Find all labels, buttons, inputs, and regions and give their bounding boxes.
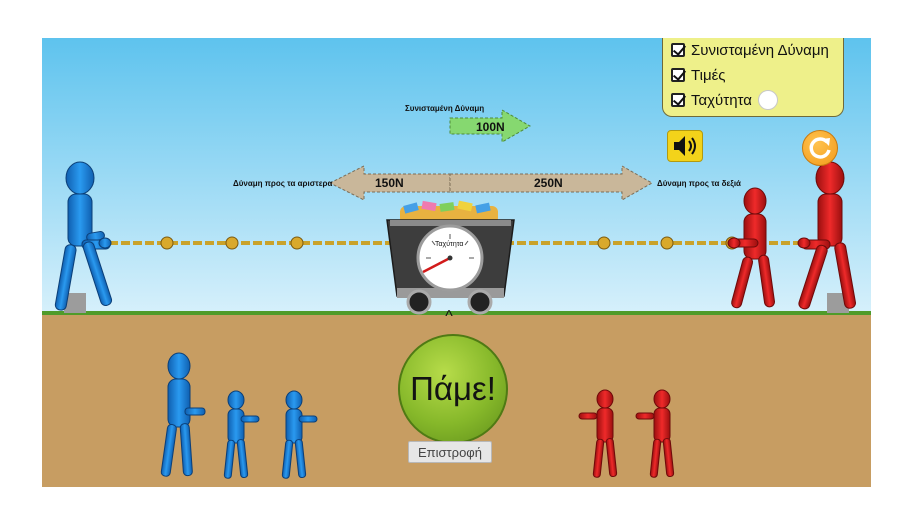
cart-wheel-right	[467, 289, 493, 315]
net-force-value: 100N	[476, 120, 505, 134]
option-values[interactable]: Τιμές	[671, 65, 726, 85]
red-waiting-team	[578, 389, 675, 478]
cart-wheel-left	[406, 289, 432, 315]
checkbox-speed[interactable]	[671, 93, 685, 107]
option-speed-label: Ταχύτητα	[691, 91, 752, 109]
blue-waiting-team	[160, 352, 318, 479]
blue-waiting-figure-2	[223, 390, 260, 479]
red-waiting-figure-2	[635, 389, 675, 478]
red-team-puller-1	[727, 187, 775, 309]
blue-waiting-figure-3	[281, 390, 318, 479]
options-panel: Συνισταμένη Δύναμη Τιμές Ταχύτητα	[662, 38, 844, 117]
net-force-label: Συνισταμένη Δύναμη	[405, 104, 485, 113]
go-button[interactable]: Πάμε!	[398, 334, 508, 444]
cart	[386, 200, 515, 315]
checkbox-net-force[interactable]	[671, 43, 685, 57]
game-stage: Συνισταμένη Δύναμη 100N Δύναμη προς τα α…	[42, 38, 871, 487]
left-force-label: Δύναμη προς τα αριστερα	[233, 179, 333, 188]
red-team-puller-2	[797, 161, 857, 313]
option-net-force-label: Συνισταμένη Δύναμη	[691, 41, 829, 59]
right-force-arrow	[449, 165, 654, 201]
mini-gauge-icon	[757, 90, 778, 110]
speaker-icon[interactable]	[667, 130, 703, 162]
right-force-label: Δύναμη προς τα δεξιά	[657, 179, 741, 188]
right-force-value: 250N	[534, 176, 563, 190]
option-net-force[interactable]: Συνισταμένη Δύναμη	[671, 40, 829, 60]
caret-indicator: ^	[445, 308, 453, 325]
blue-waiting-figure-1	[160, 352, 206, 477]
grass-line	[42, 311, 871, 315]
net-force-arrow	[449, 109, 532, 143]
reset-icon[interactable]	[802, 130, 838, 166]
left-force-value: 150N	[375, 176, 404, 190]
checkbox-values[interactable]	[671, 68, 685, 82]
back-button[interactable]: Επιστροφή	[408, 441, 492, 463]
gauge-needle	[422, 256, 451, 274]
red-waiting-figure-1	[578, 389, 618, 478]
blue-team-puller	[54, 161, 113, 313]
option-values-label: Τιμές	[691, 66, 726, 84]
gauge-label: Ταχύτητα	[435, 241, 464, 248]
option-speed[interactable]: Ταχύτητα	[671, 90, 778, 110]
